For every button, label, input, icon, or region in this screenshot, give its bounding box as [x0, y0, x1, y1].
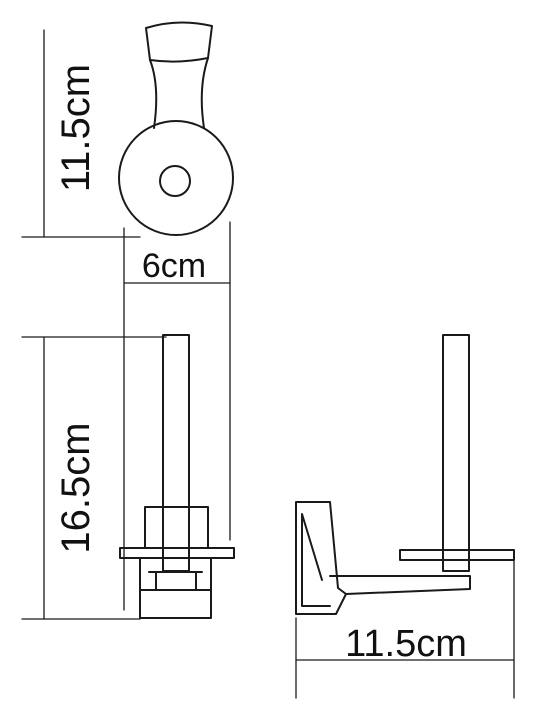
side-view-arm [329, 575, 471, 595]
front-view-mount-block [144, 506, 209, 549]
front-view-rod [162, 334, 190, 572]
front-view-connector [139, 557, 212, 619]
dimension-front-height [21, 336, 167, 620]
dimension-label-side-depth: 11.5cm [345, 623, 467, 665]
top-view-center-hole [159, 165, 191, 197]
top-view-round-base [118, 120, 234, 236]
side-view-wall-plate-inner [301, 513, 331, 607]
front-view-plate [119, 547, 235, 559]
dimension-label-front-height: 16.5cm [54, 422, 98, 554]
front-view [119, 334, 235, 619]
dimension-side-depth [295, 559, 515, 699]
dimension-front-width [123, 221, 231, 611]
side-view [295, 334, 515, 615]
side-view-plate [399, 549, 515, 561]
dimension-top-view-height [21, 29, 141, 238]
top-view-mount-block [145, 21, 213, 63]
side-view-rod [442, 334, 470, 572]
dimension-label-top-view-height: 11.5cm [54, 63, 98, 193]
top-view-neck [149, 57, 209, 129]
dimension-label-front-width: 6cm [141, 247, 207, 285]
top-view [118, 21, 234, 236]
